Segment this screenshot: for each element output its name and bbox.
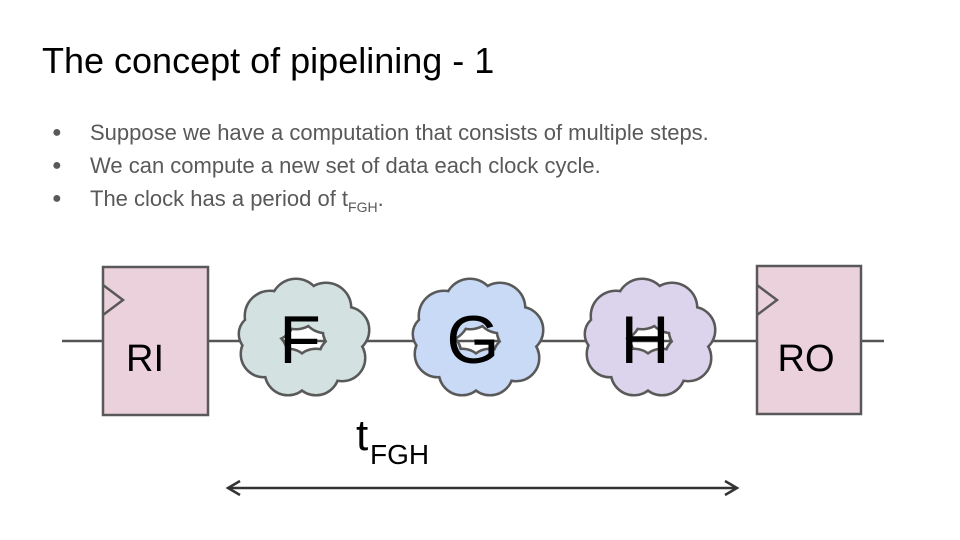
period-label: t FGH — [356, 411, 429, 470]
bullet-text: Suppose we have a computation that consi… — [90, 120, 709, 145]
bullet-list: ● Suppose we have a computation that con… — [52, 118, 709, 217]
bullet-text: We can compute a new set of data each cl… — [90, 153, 601, 178]
bullet-item: ● We can compute a new set of data each … — [52, 151, 709, 184]
bullet-suffix: . — [377, 186, 384, 211]
output-register-box — [755, 264, 863, 416]
output-register-label: RO — [778, 338, 835, 380]
stage-f-cloud: F — [240, 280, 368, 394]
stage-g-cloud: G — [414, 280, 542, 394]
clock-triangle-icon — [756, 284, 780, 316]
stage-f-label: F — [279, 302, 321, 378]
period-label-subscript: FGH — [370, 439, 429, 470]
input-register: RI — [101, 265, 210, 417]
stage-h-cloud: H — [586, 280, 714, 394]
period-label-main: t — [356, 411, 368, 460]
bullet-dot-icon: ● — [52, 157, 62, 174]
bullet-dot-icon: ● — [52, 190, 62, 207]
bullet-text: The clock has a period of t — [90, 186, 349, 211]
bullet-dot-icon: ● — [52, 124, 62, 141]
arrow-right-icon — [724, 479, 740, 497]
slide-title: The concept of pipelining - 1 — [42, 40, 495, 81]
period-arrow — [225, 479, 740, 497]
arrow-left-icon — [225, 479, 241, 497]
clock-triangle-icon — [102, 284, 126, 316]
bullet-item: ● Suppose we have a computation that con… — [52, 118, 709, 151]
stage-h-label: H — [620, 302, 669, 378]
input-register-box — [101, 265, 210, 417]
bullet-subscript: FGH — [348, 199, 378, 215]
input-register-label: RI — [126, 338, 164, 380]
stage-g-label: G — [447, 302, 500, 378]
bullet-item: ● The clock has a period of tFGH. — [52, 184, 709, 217]
output-register: RO — [755, 264, 863, 416]
